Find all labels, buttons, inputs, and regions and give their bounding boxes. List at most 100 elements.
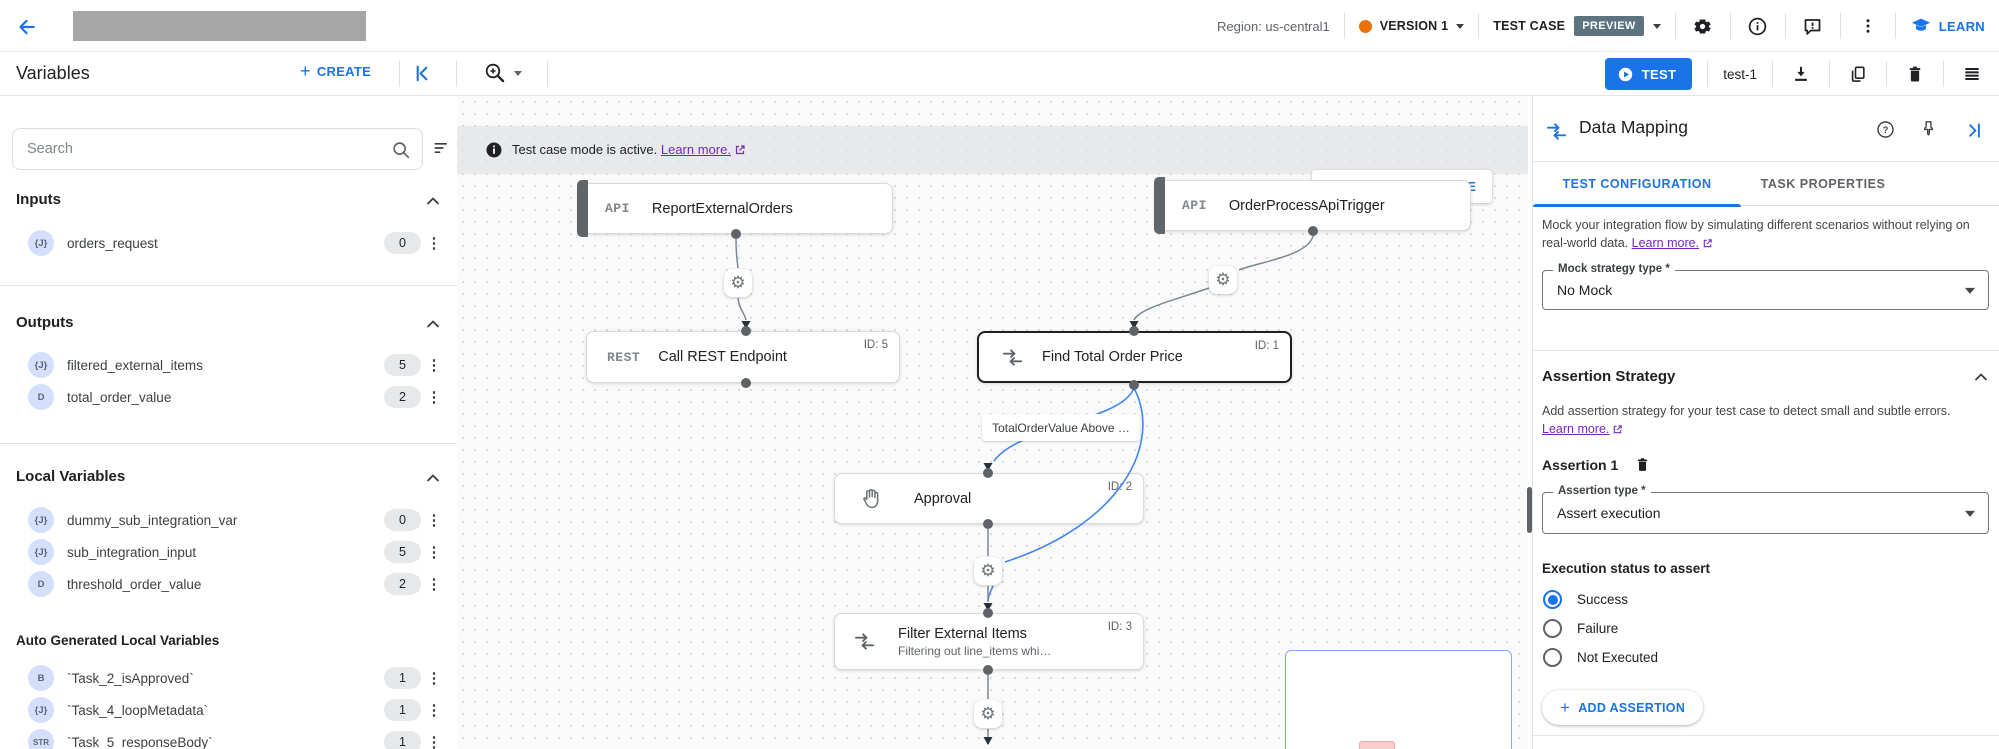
variable-menu-button[interactable]: ⋮ [426, 670, 442, 687]
copy-button[interactable] [1845, 61, 1871, 87]
mock-strategy-select[interactable]: Mock strategy type * No Mock [1542, 263, 1989, 310]
learn-button[interactable]: LEARN [1910, 15, 1985, 37]
assertion-type-select[interactable]: Assertion type * Assert execution [1542, 485, 1989, 534]
node-filter-external-items[interactable]: Filter External Items Filtering out line… [834, 613, 1144, 670]
variable-menu-button[interactable]: ⋮ [426, 576, 442, 593]
test-case-selector[interactable]: TEST CASE PREVIEW [1493, 16, 1661, 36]
node-call-rest-endpoint[interactable]: REST Call REST Endpoint ID: 5 [586, 331, 900, 383]
panel-resize-scrollbar[interactable] [1527, 487, 1532, 533]
node-id: ID: 3 [1107, 621, 1132, 633]
partial-error-badge [1359, 741, 1395, 749]
variable-menu-button[interactable]: ⋮ [426, 544, 442, 561]
log-list-button[interactable] [1959, 61, 1985, 87]
node-report-external-orders[interactable]: API ReportExternalOrders [577, 180, 893, 237]
play-icon [1618, 67, 1633, 81]
mock-learn-more-link[interactable]: Learn more. [1631, 236, 1700, 251]
radio-failure[interactable]: Failure [1543, 619, 1618, 638]
edge-gear-button[interactable]: ⚙ [974, 557, 1002, 585]
panel-header: Data Mapping ? [1533, 96, 1999, 162]
delete-assertion-button[interactable] [1634, 456, 1651, 473]
external-link-icon [1612, 424, 1623, 435]
chevron-up-icon[interactable] [423, 314, 443, 334]
execution-status-heading: Execution status to assert [1542, 561, 1711, 576]
variables-panel-title: Variables [16, 63, 90, 83]
tab-task-properties[interactable]: TASK PROPERTIES [1760, 177, 1886, 191]
variable-menu-button[interactable]: ⋮ [426, 702, 442, 719]
assertion-learn-more-link[interactable]: Learn more. [1542, 422, 1610, 437]
feedback-button[interactable] [1800, 13, 1826, 39]
banner-message: Test case mode is active. [512, 142, 658, 157]
pin-icon[interactable] [1919, 119, 1938, 138]
create-variable-button[interactable]: + CREATE [300, 61, 372, 81]
chevron-up-icon[interactable] [1971, 367, 1991, 387]
variable-count-badge: 0 [384, 232, 421, 254]
top-bar: Region: us-central1 VERSION 1 TEST CASE … [0, 0, 1999, 52]
variable-menu-button[interactable]: ⋮ [426, 512, 442, 529]
banner-learn-more-link[interactable]: Learn more. [660, 142, 731, 157]
run-test-button[interactable]: TEST [1604, 58, 1693, 90]
section-header-local-variables: Local Variables [16, 468, 126, 485]
variable-count-badge: 1 [384, 667, 421, 689]
learn-label: LEARN [1938, 18, 1985, 34]
variable-count-badge: 5 [384, 541, 421, 563]
variable-menu-button[interactable]: ⋮ [426, 389, 442, 406]
panel-title: Data Mapping [1579, 117, 1688, 137]
data-mapping-icon [853, 630, 876, 653]
version-selector[interactable]: VERSION 1 [1358, 19, 1465, 33]
variable-name: sub_integration_input [67, 544, 197, 560]
section-header-inputs: Inputs [16, 191, 61, 208]
edge-condition-label[interactable]: TotalOrderValue Above … [982, 414, 1140, 441]
api-type-label: API [1182, 198, 1207, 213]
variable-name: orders_request [67, 235, 158, 251]
node-order-process-api-trigger[interactable]: API OrderProcessApiTrigger [1154, 177, 1471, 234]
variable-menu-button[interactable]: ⋮ [426, 357, 442, 374]
flow-canvas[interactable]: Test case mode is active. Learn more. EX… [457, 96, 1528, 749]
collapse-panel-right-icon[interactable] [1964, 120, 1985, 141]
sort-icon[interactable] [432, 138, 452, 158]
assertion-item-label: Assertion 1 [1542, 457, 1619, 473]
radio-success[interactable]: Success [1543, 590, 1628, 609]
radio-not-executed[interactable]: Not Executed [1543, 648, 1658, 667]
divider [1533, 350, 1999, 351]
variable-name: `Task_5_responseBody` [67, 734, 213, 749]
add-assertion-button[interactable]: + ADD ASSERTION [1542, 690, 1704, 725]
data-mapping-icon [1545, 120, 1568, 143]
chevron-up-icon[interactable] [423, 191, 443, 211]
download-button[interactable] [1788, 61, 1814, 87]
delete-button[interactable] [1902, 61, 1928, 87]
integration-name-redacted [73, 11, 366, 41]
field-label: Assertion type * [1553, 485, 1651, 497]
tab-test-configuration[interactable]: TEST CONFIGURATION [1533, 162, 1741, 207]
help-icon[interactable]: ? [1876, 120, 1895, 139]
node-approval[interactable]: Approval ID: 2 [834, 473, 1144, 524]
learn-icon [1911, 18, 1930, 31]
more-menu-button[interactable] [1855, 13, 1881, 39]
chevron-up-icon[interactable] [423, 468, 443, 488]
info-button[interactable] [1745, 13, 1771, 39]
test-case-name: test-1 [1723, 66, 1757, 82]
variable-name: threshold_order_value [67, 576, 202, 592]
partial-node-offscreen[interactable] [1285, 650, 1512, 749]
variable-name: `Task_2_isApproved` [67, 670, 194, 686]
edge-gear-button[interactable]: ⚙ [1209, 266, 1237, 294]
settings-button[interactable] [1690, 13, 1716, 39]
zoom-control-dropdown[interactable] [483, 61, 522, 85]
back-arrow-button[interactable] [12, 14, 38, 40]
divider [1772, 61, 1773, 87]
search-input[interactable] [13, 129, 422, 169]
assertion-description: Add assertion strategy for your test cas… [1542, 404, 1951, 437]
variable-row: STR`Task_5_responseBody`1⋮ [0, 726, 457, 749]
edge-gear-button[interactable]: ⚙ [974, 700, 1002, 728]
variable-type-badge: {J} [28, 507, 54, 533]
variable-name: total_order_value [67, 389, 172, 405]
edge-gear-button[interactable]: ⚙ [724, 269, 752, 297]
variable-menu-button[interactable]: ⋮ [426, 734, 442, 749]
variable-menu-button[interactable]: ⋮ [426, 235, 442, 252]
section-header-outputs: Outputs [16, 314, 74, 331]
variable-row: {J}`Task_4_loopMetadata`1⋮ [0, 694, 457, 726]
node-find-total-order-price[interactable]: Find Total Order Price ID: 1 [977, 331, 1292, 383]
variable-count-badge: 2 [384, 573, 421, 595]
collapse-panel-icon[interactable] [411, 62, 434, 85]
